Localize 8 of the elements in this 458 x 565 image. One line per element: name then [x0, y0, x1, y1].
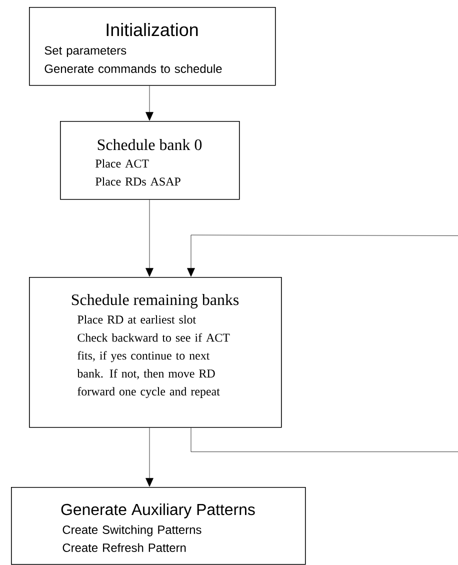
arrow	[146, 86, 154, 121]
process-box: Schedule remaining banks Place RD at earliest slot Check backward to see if ACT fits, if yes continue to next bank. If not, then move RD forward one cycle and repeat	[29, 277, 282, 428]
arrow	[146, 428, 154, 487]
process-box: Schedule bank 0 Place ACT Place RDs ASAP	[60, 121, 240, 200]
loop-arrow	[187, 234, 458, 452]
process-box: Generate Auxiliary Patterns Create Switching Patterns Create Refresh Pattern	[11, 487, 306, 565]
process-box: Initialization Set parameters Generate commands to schedule	[29, 7, 276, 86]
arrow	[146, 200, 154, 277]
